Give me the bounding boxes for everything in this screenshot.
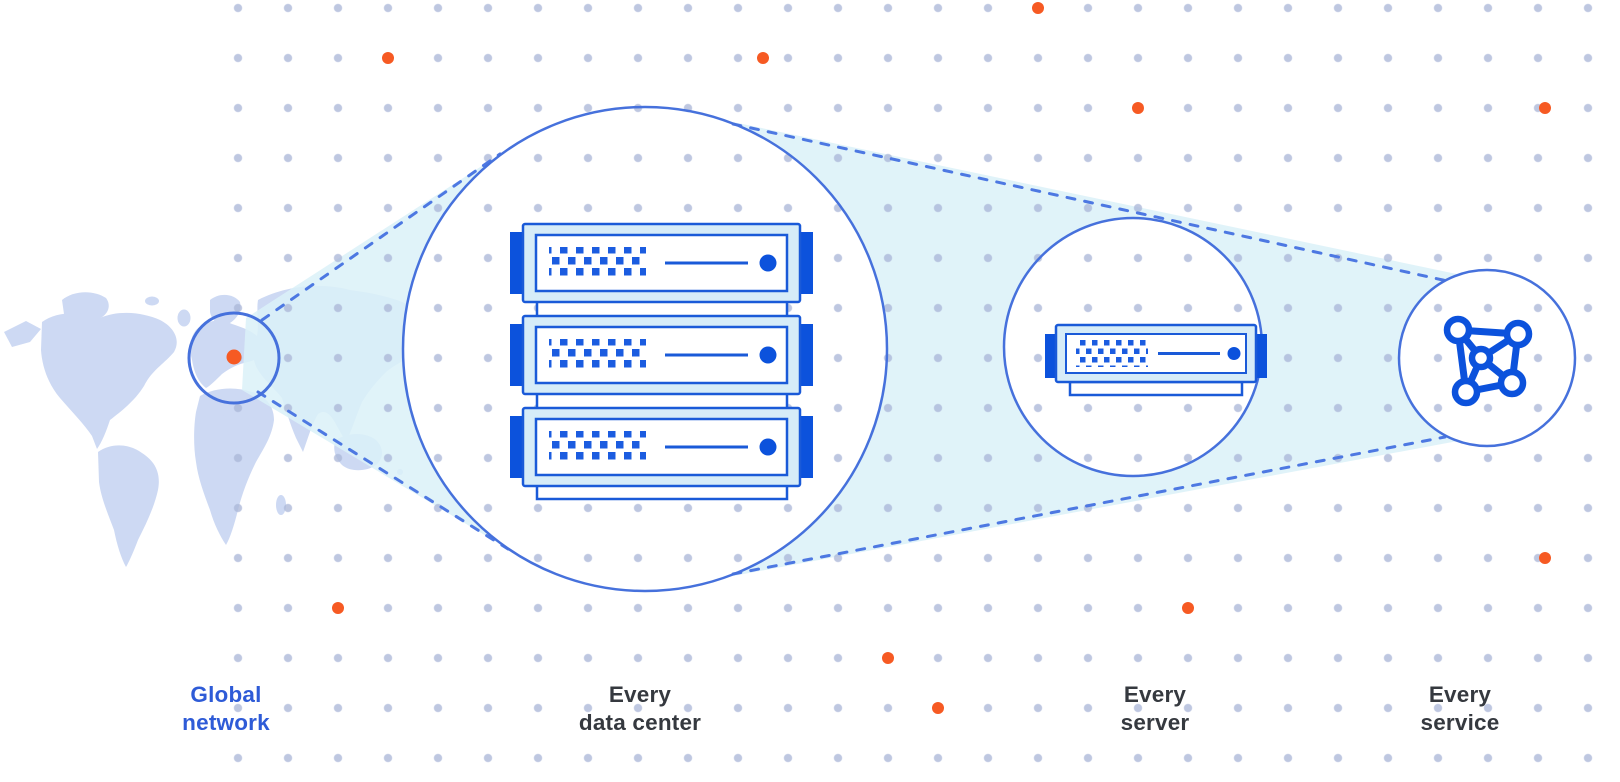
label-line: Every: [1123, 682, 1187, 707]
orange-dot: [1182, 602, 1194, 614]
server-rack-icon: [508, 222, 815, 501]
network-mesh-icon: [1443, 315, 1533, 407]
label-every-server: Every server: [1121, 681, 1190, 737]
orange-dot: [757, 52, 769, 64]
orange-dot: [1032, 2, 1044, 14]
label-line: data center: [578, 710, 702, 735]
label-every-data-center: Every data center: [579, 681, 701, 737]
location-marker-icon: [226, 349, 242, 365]
service-circle: [1397, 268, 1577, 448]
label-line: service: [1420, 710, 1500, 735]
orange-dot: [932, 702, 944, 714]
label-every-service: Every service: [1421, 681, 1500, 737]
label-line: network: [182, 710, 270, 735]
label-global-network: Global network: [182, 681, 270, 737]
orange-dot: [382, 52, 394, 64]
dot-grid: [213, 0, 1620, 782]
data-center-circle: [401, 105, 889, 593]
label-line: Global: [190, 682, 262, 707]
orange-dot: [332, 602, 344, 614]
orange-dot: [1132, 102, 1144, 114]
orange-dot: [882, 652, 894, 664]
label-line: Every: [1428, 682, 1492, 707]
map-highlight-circle: [187, 311, 281, 405]
orange-dot: [1539, 102, 1551, 114]
beam-dashed-lines: [256, 122, 1454, 576]
orange-dot: [1539, 552, 1551, 564]
label-line: server: [1120, 710, 1190, 735]
server-icon: [1045, 323, 1267, 397]
label-line: Every: [608, 682, 672, 707]
